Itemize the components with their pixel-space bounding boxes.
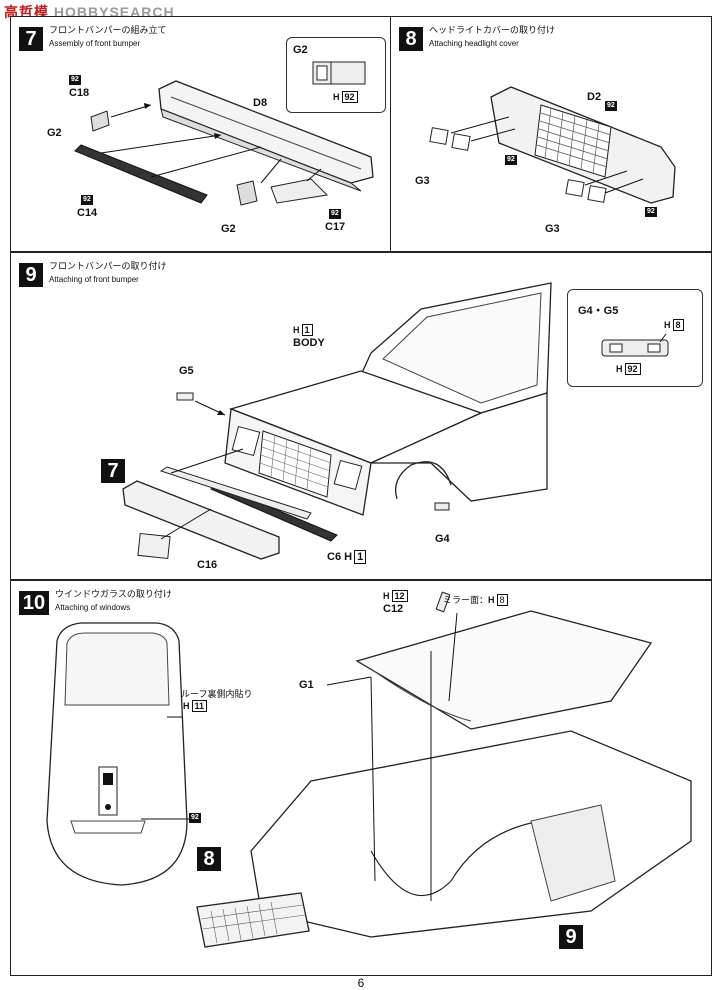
- step8-panel: 8 ヘッドライトカバーの取り付け Attaching headlight cov…: [390, 16, 712, 252]
- step7-color-c14: 92: [81, 195, 93, 205]
- step10-color-92: 92: [189, 813, 201, 823]
- car-body-front-drawing: [122, 282, 552, 560]
- step7-inset-label: G2: [293, 44, 308, 56]
- step7-number: 7: [19, 27, 43, 51]
- ref-step8-marker: 8: [197, 847, 221, 871]
- step7-title-jp: フロントバンパーの組み立て: [49, 26, 167, 36]
- step8-color-right: 92: [645, 207, 657, 217]
- step8-color-left: 92: [505, 155, 517, 165]
- part-d2: D2: [587, 91, 602, 103]
- part-c12: C12: [383, 603, 404, 615]
- step8-title-en: Attaching headlight cover: [429, 39, 519, 48]
- step10-number: 10: [19, 591, 49, 615]
- part-g1: G1: [299, 679, 314, 691]
- step8-color-d2: 92: [605, 101, 617, 111]
- part-c17: C17: [325, 221, 346, 233]
- roof-inner-label: ルーフ裏側内貼り: [181, 690, 253, 700]
- step7-color-c18: 92: [69, 75, 81, 85]
- ref-step7-marker: 7: [101, 459, 125, 483]
- step9-title-en: Attaching of front bumper: [49, 275, 139, 284]
- step7-title-en: Assembly of front bumper: [49, 39, 141, 48]
- part-g5: G5: [179, 365, 194, 377]
- part-d8: D8: [253, 97, 268, 109]
- step10-title-en: Attaching of windows: [55, 603, 131, 612]
- headlight-cover-drawing: [429, 86, 676, 204]
- front-bumper-assembly-drawing: [74, 80, 374, 206]
- part-g2-bottom: G2: [221, 223, 236, 235]
- step7-color-c17: 92: [329, 209, 341, 219]
- step10-panel: 10 ウインドウガラスの取り付け Attaching of windows: [10, 580, 712, 976]
- window-assembly-drawing: [46, 591, 692, 948]
- part-g4: G4: [435, 533, 450, 545]
- part-c18: C18: [69, 87, 90, 99]
- step9-number: 9: [19, 263, 43, 287]
- ref-step9-marker: 9: [559, 925, 583, 949]
- step10-title-jp: ウインドウガラスの取り付け: [55, 590, 172, 600]
- part-g3-left: G3: [415, 175, 430, 187]
- part-c14: C14: [77, 207, 98, 219]
- g4-g5-part-drawing: [601, 333, 669, 357]
- page-number: 6: [357, 976, 365, 990]
- step9-title-jp: フロントバンパーの取り付け: [49, 262, 167, 272]
- part-body: BODY: [293, 337, 325, 349]
- part-g3-right: G3: [545, 223, 560, 235]
- step8-title-jp: ヘッドライトカバーの取り付け: [429, 26, 556, 36]
- part-g2-left: G2: [47, 127, 62, 139]
- part-c16: C16: [197, 559, 218, 571]
- g2-part-drawing: [312, 61, 366, 85]
- step9-panel: 9 フロントバンパーの取り付け Attaching of front bumpe…: [10, 252, 712, 580]
- step9-inset-label: G4・G5: [578, 305, 619, 317]
- step8-number: 8: [399, 27, 423, 51]
- step7-panel: 7 フロントバンパーの組み立て Assembly of front bumper…: [10, 16, 392, 252]
